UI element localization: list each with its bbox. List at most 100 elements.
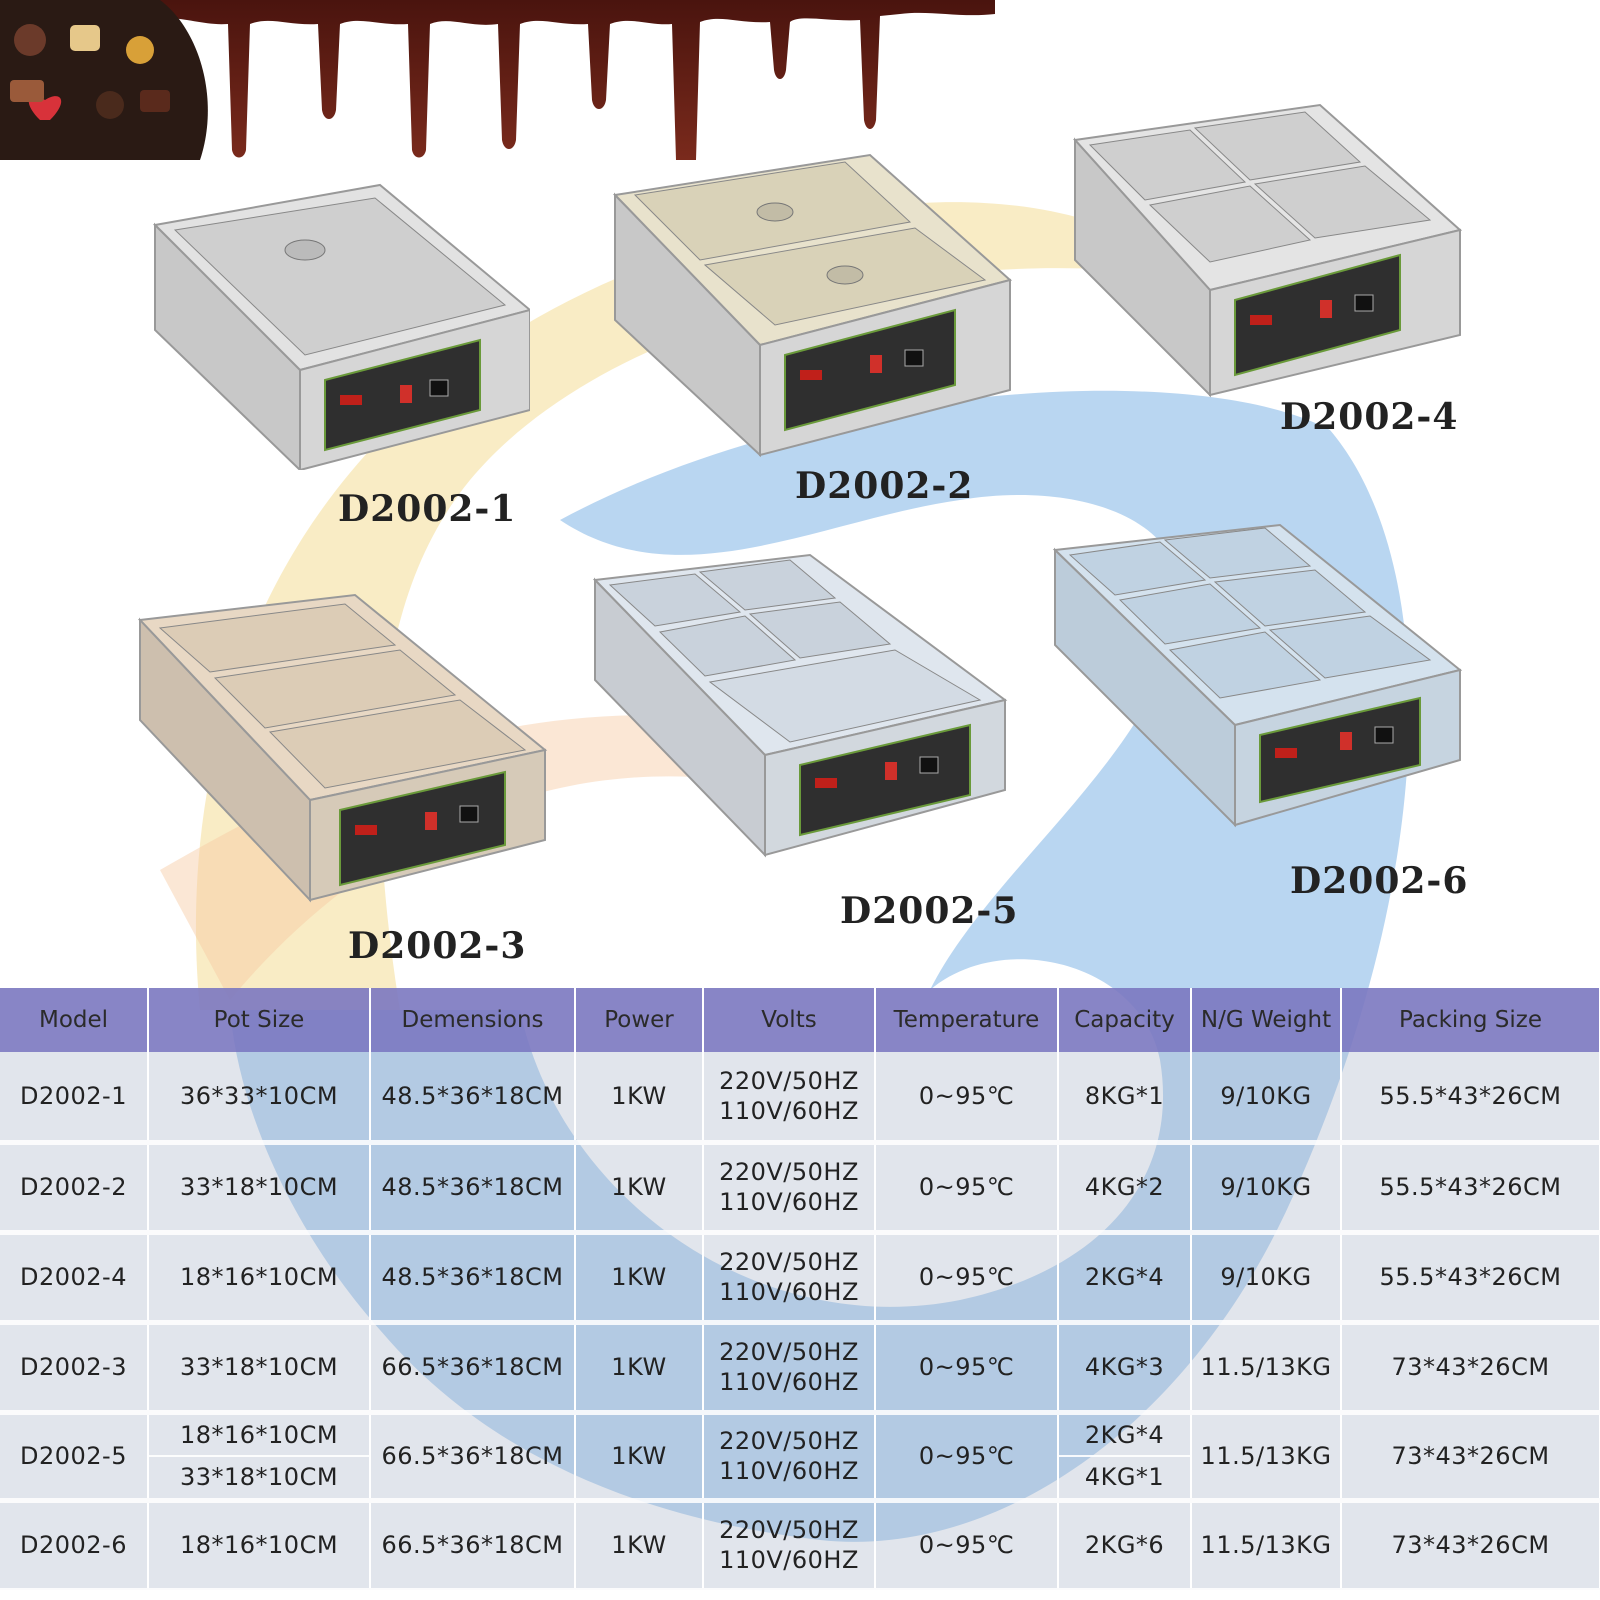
cell-temperature: 0~95℃ <box>875 1500 1059 1593</box>
cell-dimensions: 66.5*36*18CM <box>370 1322 576 1415</box>
cell-packing-size: 73*43*26CM <box>1341 1322 1600 1415</box>
volts-line-2: 110V/60HZ <box>719 1188 859 1216</box>
cell-weight: 11.5/13KG <box>1191 1412 1342 1503</box>
model-label-d2002-6: D2002-6 <box>1290 860 1469 902</box>
table-header-row: Model Pot Size Demensions Power Volts Te… <box>0 988 1600 1052</box>
chocolate-drips <box>150 0 995 160</box>
volts-line-1: 220V/50HZ <box>719 1338 859 1366</box>
volts-line-1: 220V/50HZ <box>719 1427 859 1455</box>
model-label-d2002-4: D2002-4 <box>1280 396 1459 438</box>
table-row: D2002-6 18*16*10CM 66.5*36*18CM 1KW 220V… <box>0 1500 1600 1593</box>
chocolate-drip-banner <box>0 0 995 160</box>
cell-pot-size: 18*16*10CM <box>148 1500 371 1593</box>
machine-d2002-1-image <box>150 180 530 470</box>
header-model: Model <box>0 988 149 1052</box>
machine-d2002-5-image <box>590 550 1015 870</box>
volts-line-2: 110V/60HZ <box>719 1457 859 1485</box>
cell-power: 1KW <box>575 1322 704 1415</box>
header-pot-size: Pot Size <box>148 988 371 1052</box>
cell-packing-size: 55.5*43*26CM <box>1341 1232 1600 1325</box>
cell-pot-size: 33*18*10CM <box>148 1322 371 1415</box>
machine-d2002-4-image <box>1070 100 1470 400</box>
specification-table: Model Pot Size Demensions Power Volts Te… <box>0 988 1600 1593</box>
table-row: D2002-3 33*18*10CM 66.5*36*18CM 1KW 220V… <box>0 1322 1600 1415</box>
cell-weight: 9/10KG <box>1191 1142 1342 1235</box>
cell-packing-size: 55.5*43*26CM <box>1341 1142 1600 1235</box>
cell-power: 1KW <box>575 1500 704 1593</box>
cell-weight: 9/10KG <box>1191 1232 1342 1325</box>
cell-model: D2002-1 <box>0 1052 149 1145</box>
cell-weight: 11.5/13KG <box>1191 1322 1342 1415</box>
cell-pot-size-a: 18*16*10CM <box>148 1412 371 1457</box>
header-packing-size: Packing Size <box>1341 988 1600 1052</box>
model-label-d2002-5: D2002-5 <box>840 890 1019 932</box>
model-label-d2002-3: D2002-3 <box>348 925 527 967</box>
bonbon-1 <box>14 24 46 56</box>
cell-model: D2002-6 <box>0 1500 149 1593</box>
cell-capacity-a: 2KG*4 <box>1058 1412 1192 1457</box>
table-row: D2002-1 36*33*10CM 48.5*36*18CM 1KW 220V… <box>0 1052 1600 1145</box>
cell-model: D2002-5 <box>0 1412 149 1503</box>
header-power: Power <box>575 988 704 1052</box>
cell-weight: 11.5/13KG <box>1191 1500 1342 1593</box>
cell-temperature: 0~95℃ <box>875 1232 1059 1325</box>
cell-model: D2002-3 <box>0 1322 149 1415</box>
cell-power: 1KW <box>575 1232 704 1325</box>
cell-power: 1KW <box>575 1142 704 1235</box>
volts-line-1: 220V/50HZ <box>719 1248 859 1276</box>
header-dimensions: Demensions <box>370 988 576 1052</box>
cell-power: 1KW <box>575 1412 704 1503</box>
product-gallery <box>135 100 1470 910</box>
cell-temperature: 0~95℃ <box>875 1142 1059 1235</box>
machine-d2002-6-image <box>1050 520 1470 840</box>
cell-temperature: 0~95℃ <box>875 1052 1059 1145</box>
volts-line-2: 110V/60HZ <box>719 1096 859 1125</box>
cell-capacity: 4KG*2 <box>1058 1142 1192 1235</box>
machine-d2002-3-image <box>135 590 555 910</box>
cell-pot-size: 36*33*10CM <box>148 1052 371 1145</box>
cell-capacity: 4KG*3 <box>1058 1322 1192 1415</box>
cell-temperature: 0~95℃ <box>875 1412 1059 1503</box>
cell-model: D2002-4 <box>0 1232 149 1325</box>
cell-packing-size: 73*43*26CM <box>1341 1500 1600 1593</box>
volts-line-1: 220V/50HZ <box>719 1158 859 1186</box>
model-label-d2002-2: D2002-2 <box>795 465 974 507</box>
bonbon-heart <box>28 96 62 120</box>
header-capacity: Capacity <box>1058 988 1192 1052</box>
cell-dimensions: 48.5*36*18CM <box>370 1052 576 1145</box>
table-row: D2002-2 33*18*10CM 48.5*36*18CM 1KW 220V… <box>0 1142 1600 1235</box>
volts-line-2: 110V/60HZ <box>719 1278 859 1306</box>
cell-pot-size: 33*18*10CM <box>148 1142 371 1235</box>
cell-temperature: 0~95℃ <box>875 1322 1059 1415</box>
table-row: 33*18*10CM 4KG*1 <box>0 1456 1600 1503</box>
cell-capacity: 2KG*4 <box>1058 1232 1192 1325</box>
volts-line-2: 110V/60HZ <box>719 1368 859 1396</box>
bonbon-5 <box>96 91 124 119</box>
table-row: D2002-4 18*16*10CM 48.5*36*18CM 1KW 220V… <box>0 1232 1600 1325</box>
cell-weight: 9/10KG <box>1191 1052 1342 1145</box>
bonbon-4 <box>10 80 44 102</box>
cell-packing-size: 55.5*43*26CM <box>1341 1052 1600 1145</box>
bonbon-6 <box>140 90 170 112</box>
header-temperature: Temperature <box>875 988 1059 1052</box>
bonbon-3 <box>126 36 154 64</box>
cell-dimensions: 66.5*36*18CM <box>370 1412 576 1503</box>
cell-dimensions: 48.5*36*18CM <box>370 1232 576 1325</box>
header-volts: Volts <box>703 988 876 1052</box>
cell-dimensions: 48.5*36*18CM <box>370 1142 576 1235</box>
cell-dimensions: 66.5*36*18CM <box>370 1500 576 1593</box>
cell-power: 1KW <box>575 1052 704 1145</box>
volts-line-1: 220V/50HZ <box>719 1516 859 1544</box>
cell-capacity: 2KG*6 <box>1058 1500 1192 1593</box>
bonbon-2 <box>70 25 100 51</box>
cell-pot-size-b: 33*18*10CM <box>148 1456 371 1503</box>
cell-pot-size: 18*16*10CM <box>148 1232 371 1325</box>
volts-line-2: 110V/60HZ <box>719 1546 859 1574</box>
machine-d2002-2-image <box>610 150 1020 460</box>
